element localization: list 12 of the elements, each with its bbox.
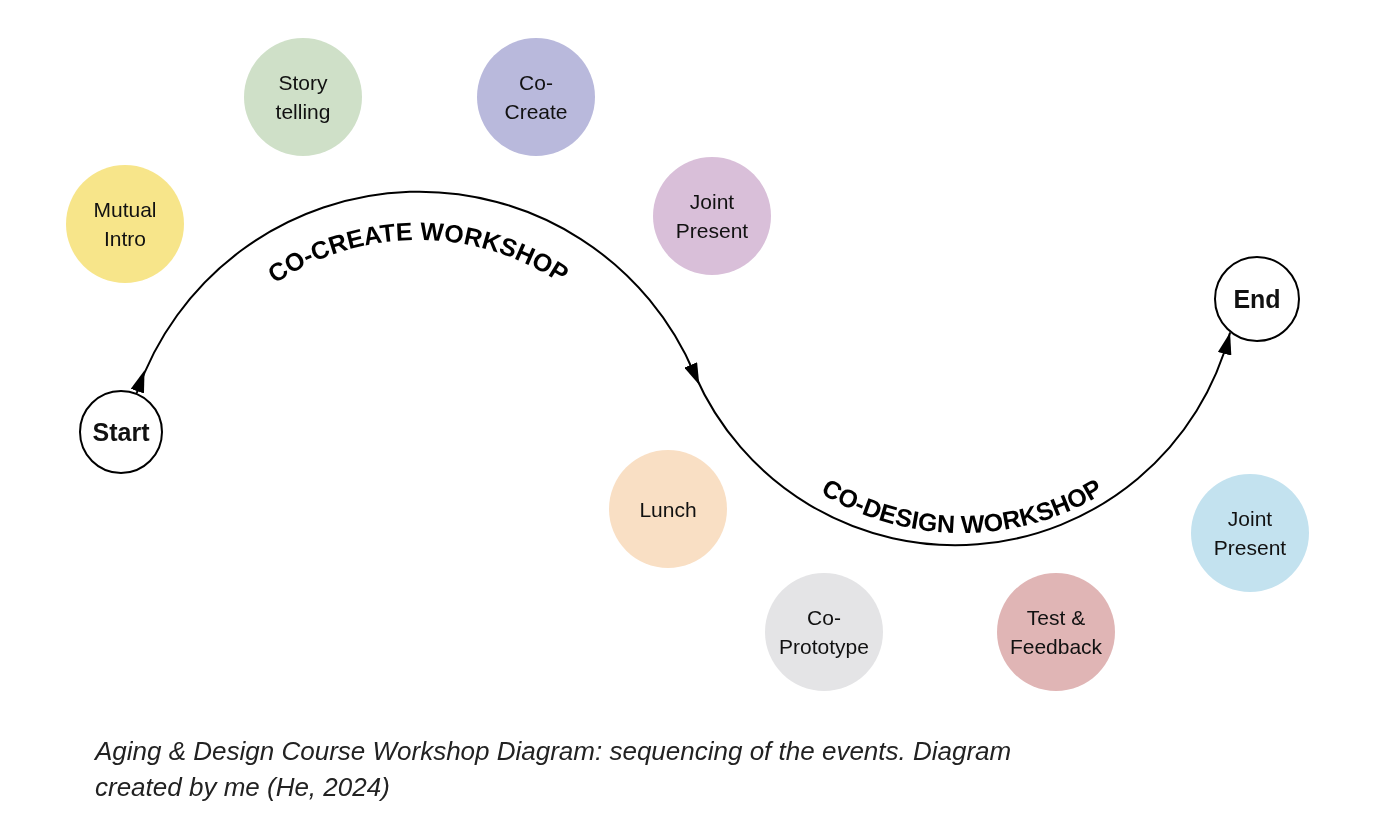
caption: Aging & Design Course Workshop Diagram: sequencing of the events. Diagram created by me (He, 2024) — [95, 735, 1013, 804]
event-label: Story telling — [274, 70, 332, 125]
event-label: Joint Present — [1212, 506, 1288, 561]
event-label: Mutual Intro — [92, 197, 158, 252]
event-label: Lunch — [638, 496, 698, 523]
event-label: Test & Feedback — [1008, 605, 1104, 660]
event-label: Co- Create — [503, 70, 569, 125]
event-label: End — [1233, 284, 1281, 314]
s-curve-arrow — [131, 190, 1232, 547]
event-label: Start — [92, 417, 150, 447]
event-label: Co- Prototype — [778, 605, 870, 660]
event-label: Joint Present — [674, 189, 750, 244]
